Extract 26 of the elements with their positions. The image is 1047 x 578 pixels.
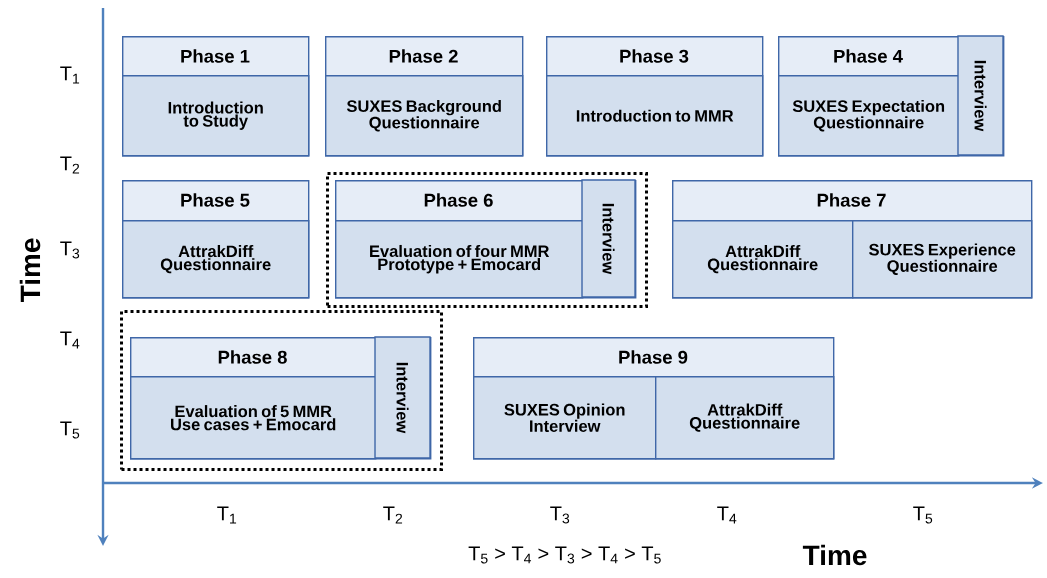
- dotted-frame: [326, 172, 648, 308]
- tick-label: T$_{3}$: [60, 241, 80, 259]
- activity-box: SUXES Background Questionnaire: [325, 75, 524, 157]
- axis-title: Time: [19, 238, 41, 303]
- activity-box: AttrakDiff Questionnaire: [122, 220, 310, 299]
- tick-label: T$_{5}$ > T$_{4}$ > T$_{3}$ > T$_{4}$ > T$_{5}$: [468, 546, 661, 564]
- activity-box: Introduction to Study: [122, 75, 310, 157]
- interview-strip: Interview: [374, 336, 431, 459]
- tick-label: T$_{1}$: [60, 66, 80, 84]
- tick-label: T$_{4}$: [60, 331, 80, 349]
- interview-strip: Interview: [581, 179, 636, 298]
- activity-box: Introduction to MMR: [546, 75, 764, 157]
- interview-strip: Interview: [957, 35, 1004, 156]
- tick-label: T$_{5}$: [913, 506, 933, 524]
- activity-box: AttrakDiff Questionnaire: [672, 220, 854, 299]
- tick-label: T$_{4}$: [717, 506, 737, 524]
- tick-label: T$_{5}$: [60, 421, 80, 439]
- activity-box: SUXES Opinion Interview: [473, 376, 657, 460]
- tick-label: T$_{2}$: [60, 156, 80, 174]
- activity-box: SUXES Experience Questionnaire: [852, 220, 1033, 299]
- tick-label: T$_{3}$: [550, 506, 570, 524]
- activity-box: AttrakDiff Questionnaire: [655, 376, 835, 460]
- tick-label: T$_{1}$: [217, 506, 237, 524]
- dotted-frame: [120, 310, 443, 471]
- tick-label: T$_{2}$: [383, 506, 403, 524]
- axis-title: Time: [802, 544, 867, 566]
